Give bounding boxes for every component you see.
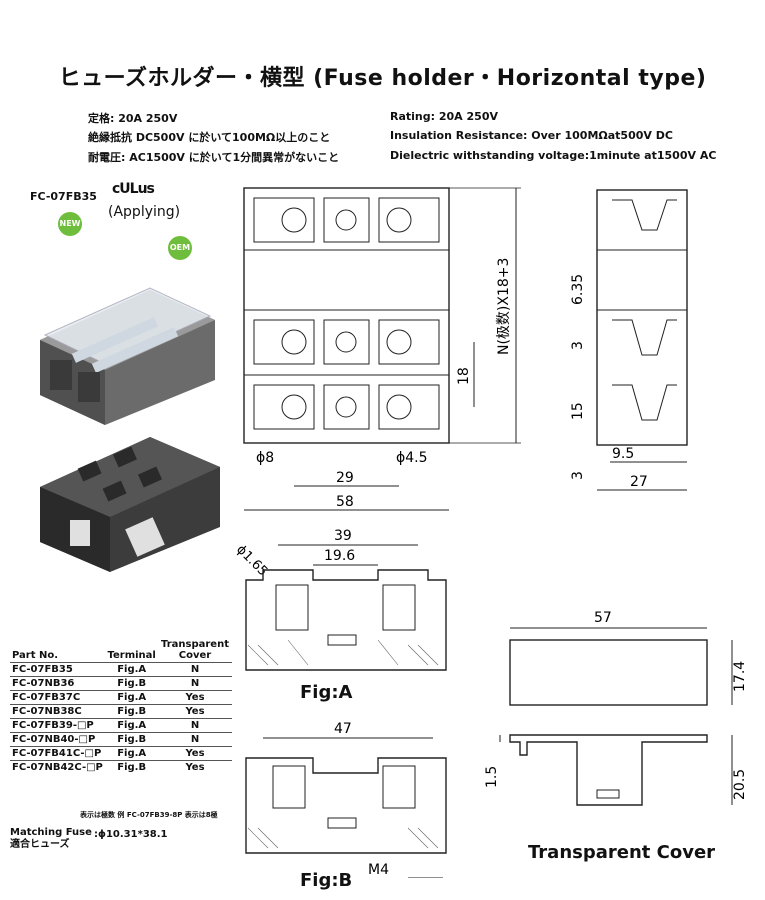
cover: Yes bbox=[158, 746, 232, 761]
dim-side-3a: 3 bbox=[570, 341, 586, 350]
spec-jp-insulation: 絶縁抵抗 DC500V に於いて100MΩ以上のこと bbox=[88, 131, 331, 144]
dim-figb-m4: M4 bbox=[368, 862, 389, 878]
matching-fuse-label-en: Matching Fuse bbox=[10, 827, 92, 838]
fig-b-label: Fig:B bbox=[300, 870, 353, 891]
dim-outer-width: 58 bbox=[336, 494, 354, 510]
cover: Yes bbox=[158, 704, 232, 719]
oem-badge: OEM bbox=[168, 236, 192, 260]
transparent-cover-drawing: 57 17.4 1.5 20.5 bbox=[484, 610, 748, 806]
dim-top-vertical: N(极数)X18+3 bbox=[496, 258, 512, 355]
spec-en-dielectric: Dielectric withstanding voltage:1minute … bbox=[390, 149, 717, 162]
fig-b-drawing: 47 M4 bbox=[245, 721, 447, 878]
parts-header-terminal: Terminal bbox=[107, 650, 156, 661]
cover: N bbox=[158, 732, 232, 747]
page-title: ヒューズホルダー・横型 (Fuse holder・Horizontal type… bbox=[58, 66, 707, 91]
dim-cover-17-4: 17.4 bbox=[732, 661, 748, 692]
cover: N bbox=[158, 662, 232, 677]
fig-a-drawing: 39 19.6 ϕ1.65 bbox=[233, 528, 447, 671]
model-number: FC-07FB35 bbox=[30, 190, 97, 203]
cul-certification-mark: cULus bbox=[112, 181, 155, 197]
fig-a-label: Fig:A bbox=[300, 682, 353, 703]
dim-side-15: 15 bbox=[570, 402, 586, 420]
matching-fuse-value: :ϕ10.31*38.1 bbox=[94, 829, 168, 840]
dim-cover-1-5: 1.5 bbox=[484, 766, 500, 788]
spec-jp-rating: 定格: 20A 250V bbox=[88, 112, 178, 125]
parts-table: Part No. Terminal Transparent Cover FC-0… bbox=[10, 638, 232, 774]
parts-header-part-no: Part No. bbox=[12, 650, 59, 661]
terminal: Fig.B bbox=[105, 676, 158, 691]
dim-figa-19-6: 19.6 bbox=[324, 548, 355, 564]
dim-pitch: 18 bbox=[456, 367, 472, 385]
dim-figa-phi: ϕ1.65 bbox=[233, 542, 270, 579]
terminal: Fig.B bbox=[105, 704, 158, 719]
part-no: FC-07FB35 bbox=[10, 662, 106, 677]
terminal: Fig.B bbox=[105, 732, 158, 747]
dim-hole-large: ϕ8 bbox=[256, 450, 274, 466]
dim-inner-width: 29 bbox=[336, 470, 354, 486]
spec-en-insulation: Insulation Resistance: Over 100MΩat500V … bbox=[390, 129, 673, 142]
top-view-drawing: N(极数)X18+3 18 ϕ8 ϕ4.5 29 58 bbox=[243, 187, 521, 511]
dim-side-9-5: 9.5 bbox=[612, 446, 634, 462]
part-no: FC-07FB37C bbox=[10, 690, 106, 705]
certification-status: (Applying) bbox=[108, 204, 181, 220]
dim-side-27: 27 bbox=[630, 474, 648, 490]
dim-figb-47: 47 bbox=[334, 721, 352, 737]
dim-hole-small: ϕ4.5 bbox=[396, 450, 428, 466]
side-view-drawing: 6.35 3 15 3 9.5 27 bbox=[570, 189, 688, 491]
new-badge: NEW bbox=[58, 212, 82, 236]
spec-en-rating: Rating: 20A 250V bbox=[390, 110, 498, 123]
cover: Yes bbox=[158, 690, 232, 705]
cover: Yes bbox=[158, 760, 232, 774]
product-photo-with-cover bbox=[40, 287, 215, 425]
spec-jp-dielectric: 耐電圧: AC1500V に於いて1分間異常がないこと bbox=[88, 151, 340, 164]
part-no: FC-07NB40-□P bbox=[10, 732, 106, 747]
dim-side-6-35: 6.35 bbox=[570, 274, 586, 305]
dim-cover-57: 57 bbox=[594, 610, 612, 626]
terminal: Fig.A bbox=[105, 746, 158, 761]
pole-count-note: 表示は極数 例 FC-07FB39-8P 表示は8極 bbox=[80, 811, 218, 819]
dim-cover-20-5: 20.5 bbox=[732, 769, 748, 800]
transparent-cover-label: Transparent Cover bbox=[528, 842, 716, 863]
cover: N bbox=[158, 676, 232, 691]
cover: N bbox=[158, 718, 232, 733]
part-no: FC-07FB39-□P bbox=[10, 718, 106, 733]
product-photo-black bbox=[40, 437, 220, 572]
matching-fuse-label-jp: 適合ヒューズ bbox=[10, 839, 70, 850]
part-no: FC-07NB42C-□P bbox=[10, 760, 106, 774]
matching-fuse-label: Matching Fuse 適合ヒューズ bbox=[10, 827, 92, 851]
terminal: Fig.B bbox=[105, 760, 158, 774]
dim-figa-39: 39 bbox=[334, 528, 352, 544]
parts-header-cover: Transparent Cover bbox=[161, 639, 229, 661]
terminal: Fig.A bbox=[105, 718, 158, 733]
dim-side-3b: 3 bbox=[570, 471, 586, 480]
terminal: Fig.A bbox=[105, 662, 158, 677]
terminal: Fig.A bbox=[105, 690, 158, 705]
part-no: FC-07NB38C bbox=[10, 704, 106, 719]
part-no: FC-07NB36 bbox=[10, 676, 106, 691]
part-no: FC-07FB41C-□P bbox=[10, 746, 106, 761]
